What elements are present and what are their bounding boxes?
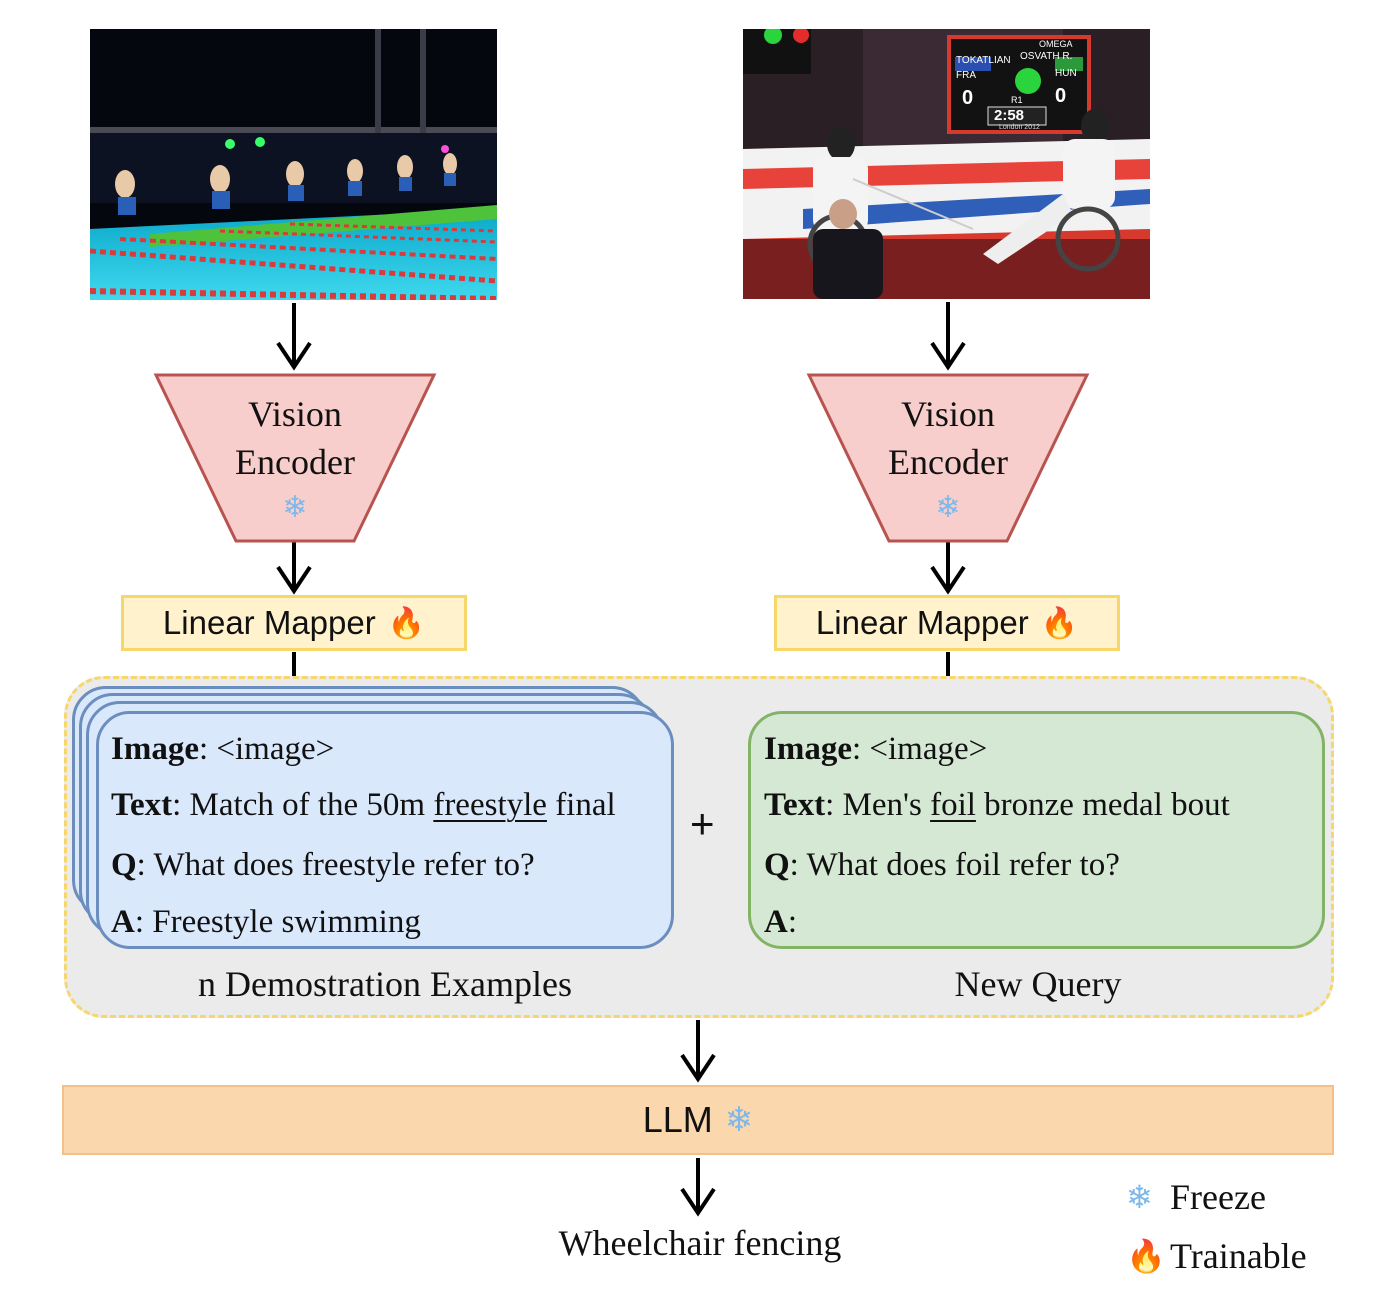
linear-mapper-left: Linear Mapper 🔥 <box>121 595 467 651</box>
query-caption: New Query <box>954 964 1122 1004</box>
vision-encoder-right: Vision Encoder ❄ <box>806 372 1090 544</box>
demo-text-value-underlined: freestyle <box>433 787 547 823</box>
vision-encoder-left: Vision Encoder ❄ <box>153 372 437 544</box>
demo-question-value: : What does freestyle refer to? <box>136 847 535 883</box>
fencing-photo: TOKATLIAN OSVATH R. OMEGA FRA HUN 0 0 R1… <box>743 29 1150 299</box>
swimming-photo <box>90 29 497 300</box>
snowflake-icon: ❄ <box>724 1101 754 1139</box>
scoreboard-time: 2:58 <box>994 107 1025 124</box>
snowflake-icon: ❄ <box>282 491 308 524</box>
query-answer-line: A: <box>764 904 797 941</box>
legend-trainable: 🔥 Trainable <box>1126 1235 1307 1277</box>
linear-mapper-left-label: Linear Mapper <box>162 604 376 641</box>
legend-freeze-label: Freeze <box>1170 1177 1266 1217</box>
scoreboard-team-right: HUN <box>1055 68 1077 79</box>
query-question-line: Q: What does foil refer to? <box>764 847 1120 884</box>
demo-answer-line: A: Freestyle swimming <box>111 904 421 941</box>
fire-icon: 🔥 <box>1126 1238 1166 1274</box>
demo-text-value-pre: : Match of the 50m <box>172 787 434 823</box>
scoreboard-brand: OMEGA <box>1039 39 1073 49</box>
query-question-value: : What does foil refer to? <box>789 847 1120 883</box>
query-text-key: Text <box>764 787 826 823</box>
demo-question-key: Q <box>111 847 137 883</box>
output-text: Wheelchair fencing <box>558 1223 842 1263</box>
scoreboard-name-right: OSVATH R. <box>1020 51 1073 62</box>
query-card <box>748 711 1325 949</box>
demo-image-value: : <image> <box>198 731 335 767</box>
legend-trainable-label: Trainable <box>1170 1236 1307 1276</box>
demo-question-line: Q: What does freestyle refer to? <box>111 847 535 884</box>
demo-image-key: Image <box>111 731 199 767</box>
demo-text-value-post: final <box>546 787 616 823</box>
demo-card <box>96 711 674 949</box>
fire-icon: 🔥 <box>387 606 426 640</box>
snowflake-icon: ❄ <box>1126 1179 1153 1215</box>
snowflake-icon: ❄ <box>935 491 961 524</box>
llm-label: LLM <box>642 1099 713 1140</box>
scoreboard-name-left: TOKATLIAN <box>956 55 1011 66</box>
demo-answer-value: : Freestyle swimming <box>134 904 421 940</box>
plus-sign: + <box>690 800 715 847</box>
demo-text-key: Text <box>111 787 173 823</box>
query-question-key: Q <box>764 847 790 883</box>
query-answer-value: : <box>787 904 798 940</box>
linear-mapper-right-label: Linear Mapper <box>815 604 1029 641</box>
vision-encoder-left-line2: Encoder <box>235 442 355 482</box>
query-text-value-underlined: foil <box>930 787 976 823</box>
scoreboard-score-left: 0 <box>962 87 974 109</box>
scoreboard-event: London 2012 <box>999 124 1040 131</box>
fire-icon: 🔥 <box>1040 606 1079 640</box>
query-image-line: Image: <image> <box>764 731 987 768</box>
demo-caption: n Demostration Examples <box>198 964 572 1004</box>
scoreboard-round: R1 <box>1011 95 1023 105</box>
query-image-value: : <image> <box>851 731 988 767</box>
query-text-value-post: bronze medal bout <box>975 787 1230 823</box>
scoreboard-score-right: 0 <box>1055 85 1067 107</box>
query-text-line: Text: Men's foil bronze medal bout <box>764 787 1230 824</box>
query-answer-key: A <box>764 904 788 940</box>
vision-encoder-right-line1: Vision <box>901 394 995 434</box>
query-image-key: Image <box>764 731 852 767</box>
legend-freeze: ❄ Freeze <box>1126 1176 1266 1218</box>
demo-text-line: Text: Match of the 50m freestyle final <box>111 787 616 824</box>
demo-image-line: Image: <image> <box>111 731 334 768</box>
demo-answer-key: A <box>111 904 135 940</box>
scoreboard-team-left: FRA <box>956 70 976 81</box>
vision-encoder-right-line2: Encoder <box>888 442 1008 482</box>
vision-encoder-left-line1: Vision <box>248 394 342 434</box>
linear-mapper-right: Linear Mapper 🔥 <box>774 595 1120 651</box>
llm-block: LLM ❄ <box>62 1085 1334 1155</box>
query-text-value-pre: : Men's <box>825 787 931 823</box>
